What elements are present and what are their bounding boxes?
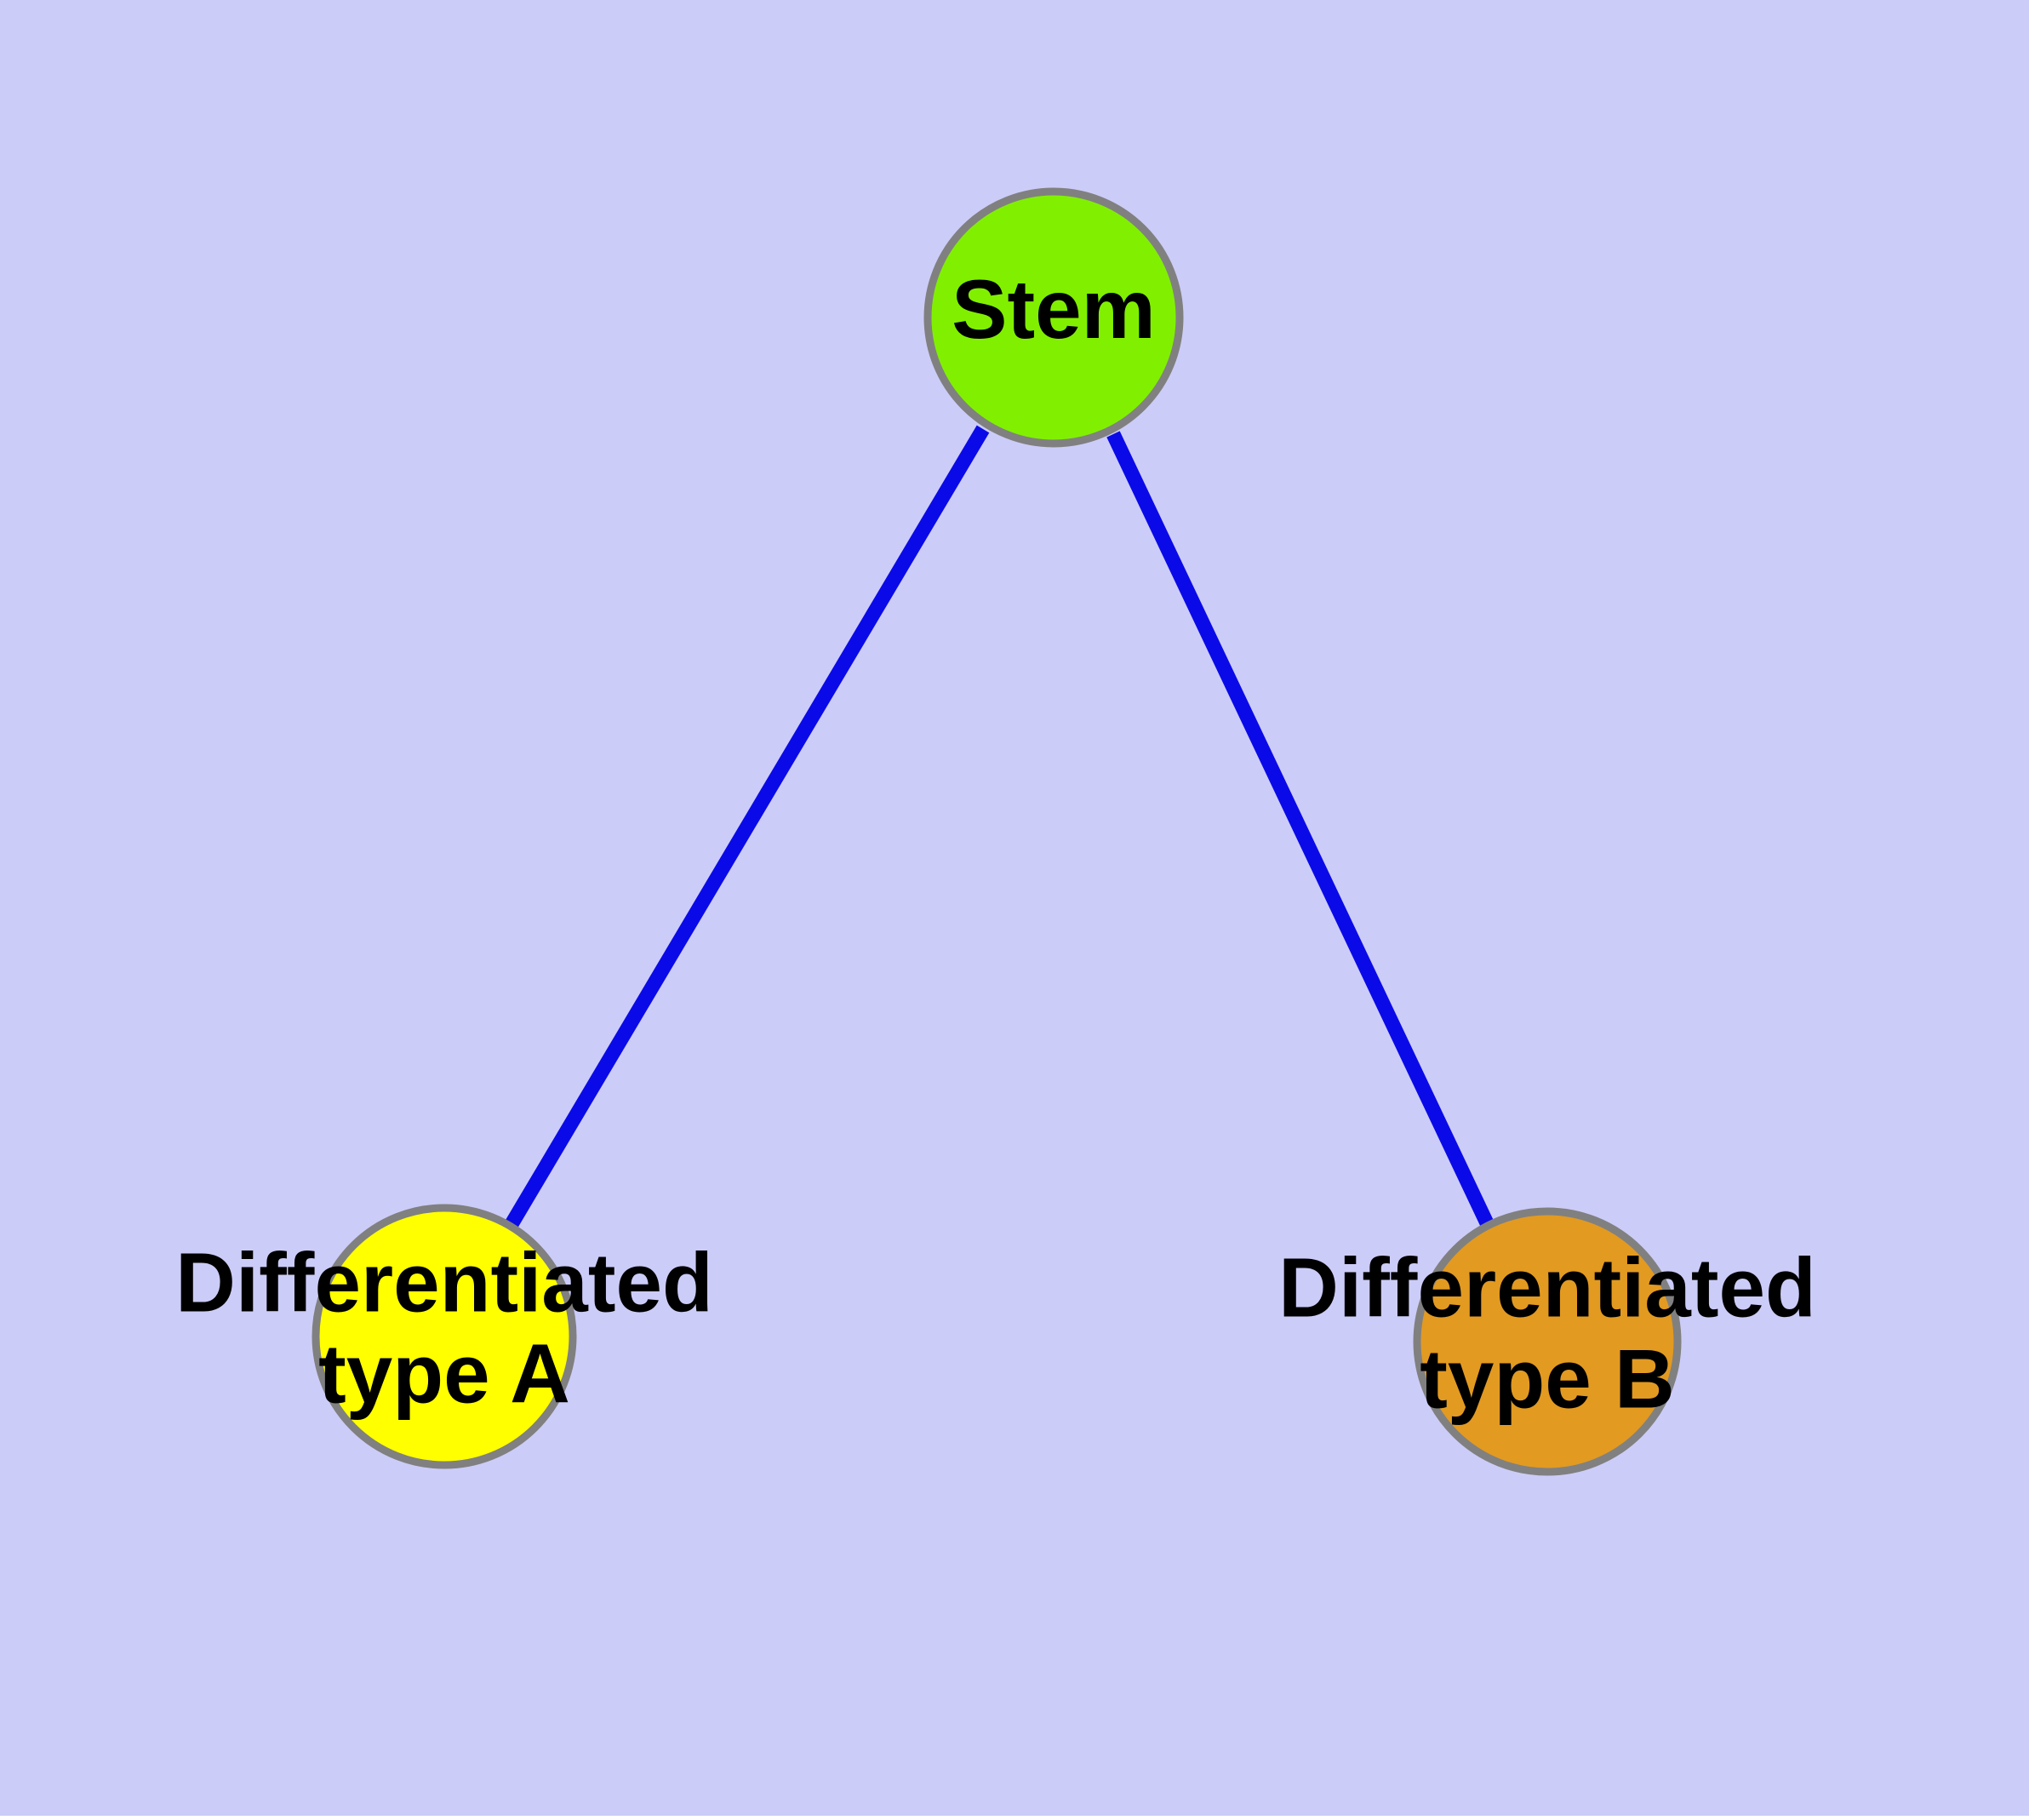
node-differentiated-type-a-circle[interactable] xyxy=(311,1204,577,1469)
node-differentiated-type-b-label-line-0: Differentiated xyxy=(1278,1241,1816,1335)
node-stem[interactable]: Stem xyxy=(923,187,1184,448)
edge-layer xyxy=(505,425,1495,1230)
node-differentiated-type-a[interactable]: Differentiated type A xyxy=(175,1204,713,1469)
node-stem-circle[interactable] xyxy=(923,187,1184,448)
edge-stem-to-diff-a[interactable] xyxy=(505,425,990,1228)
node-differentiated-type-b-circle[interactable] xyxy=(1413,1207,1682,1476)
node-differentiated-type-a-label-line-0: Differentiated xyxy=(175,1236,713,1330)
edge-stem-to-diff-b[interactable] xyxy=(1106,431,1495,1230)
node-stem-label-line-0: Stem xyxy=(952,262,1156,356)
node-differentiated-type-a-label-line-1: type A xyxy=(318,1327,570,1421)
node-differentiated-type-b-label-line-1: type B xyxy=(1420,1332,1675,1426)
node-differentiated-type-b[interactable]: Differentiated type B xyxy=(1278,1207,1816,1476)
